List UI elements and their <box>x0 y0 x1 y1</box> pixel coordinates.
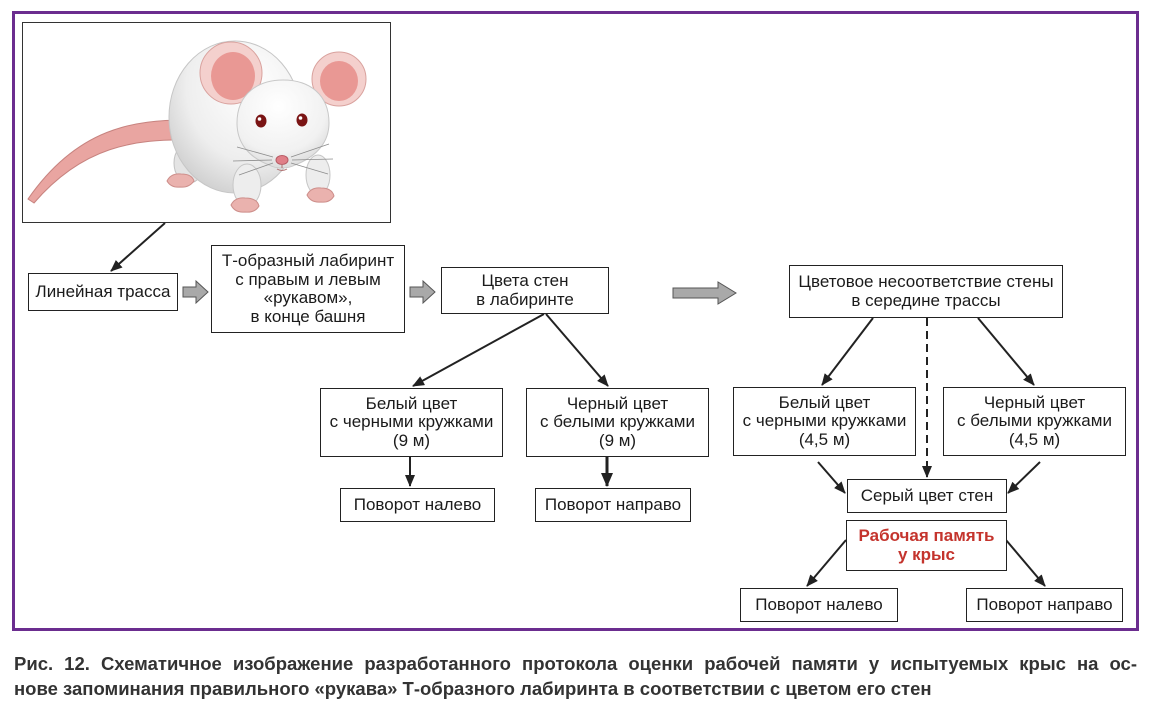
node-label: Линейная трасса <box>35 281 171 301</box>
node-wall-colors: Цвета стен в лабиринте <box>441 267 609 314</box>
node-black-9m: Черный цвет с белыми кружками (9 м) <box>526 388 709 457</box>
node-label: в лабиринте <box>476 289 574 309</box>
node-label: у крыс <box>897 544 956 564</box>
figure-frame <box>12 11 1139 631</box>
node-label: Белый цвет <box>778 392 871 412</box>
node-t-maze: Т-образный лабиринт с правым и левым «ру… <box>211 245 405 333</box>
arrow-working-memory-to-turn-right <box>1005 539 1046 587</box>
block-arrow-linear-to-tmaze <box>182 279 209 305</box>
node-label: Черный цвет <box>566 393 669 413</box>
node-color-mismatch: Цветовое несоответствие стены в середине… <box>789 265 1063 318</box>
node-label: с черными кружками <box>742 411 907 431</box>
block-arrow-tmaze-to-wall-colors <box>409 279 436 305</box>
node-turn-right-b: Поворот направо <box>966 588 1123 622</box>
arrow-wall-colors-to-black-9m <box>545 313 609 387</box>
caption-line: нове запоминания правильного «рукава» Т-… <box>14 678 932 699</box>
arrow-mismatch-to-black-45m <box>977 317 1035 386</box>
node-label: (9 м) <box>598 430 637 450</box>
caption-line: Рис. 12. Схематичное изображение разрабо… <box>14 653 1137 674</box>
rat-ear-left-inner <box>211 52 255 100</box>
rat-eye-right-glint <box>298 116 303 120</box>
arrow-rat-to-linear-track <box>110 222 166 272</box>
rat-eye-left-glint <box>257 117 262 121</box>
node-label: Черный цвет <box>983 392 1086 412</box>
rat-mouth <box>276 164 288 171</box>
node-label: с белыми кружками <box>540 412 695 432</box>
arrow-white-45m-to-gray-walls <box>817 461 846 494</box>
node-label: Белый цвет <box>365 393 458 413</box>
rat-back-paw <box>166 173 195 188</box>
rat-head <box>236 79 330 169</box>
arrow-working-memory-to-turn-left <box>806 539 847 587</box>
node-label: с черными кружками <box>329 412 494 432</box>
block-arrow-to-mismatch-protocol <box>672 281 737 305</box>
node-label: (9 м) <box>392 430 431 450</box>
node-white-9m: Белый цвет с черными кружками (9 м) <box>320 388 503 457</box>
rat-whiskers <box>232 143 334 176</box>
node-label: в середине трассы <box>851 290 1001 310</box>
node-label: Т-образный лабиринт <box>221 251 395 270</box>
node-label: «рукавом», <box>263 288 353 307</box>
node-black-45m: Черный цвет с белыми кружками (4,5 м) <box>943 387 1126 456</box>
node-label: Серый цвет стен <box>860 485 994 505</box>
arrow-wall-colors-to-white-9m <box>412 313 545 387</box>
node-label: Поворот налево <box>755 594 883 614</box>
node-turn-left-a: Поворот налево <box>340 488 495 522</box>
node-label: (4,5 м) <box>1008 429 1061 449</box>
node-linear-track: Линейная трасса <box>28 273 178 311</box>
node-label: с правым и левым <box>235 269 381 289</box>
arrow-black-45m-to-gray-walls <box>1007 461 1041 494</box>
rat-front-paw-left <box>230 197 260 213</box>
node-label: Поворот направо <box>976 594 1113 614</box>
arrow-mismatch-to-white-45m <box>821 317 874 386</box>
node-label: в конце башня <box>250 306 366 326</box>
node-label: Цветовое несоответствие стены <box>798 272 1054 291</box>
node-working-memory: Рабочая память у крыс <box>846 520 1007 571</box>
node-white-45m: Белый цвет с черными кружками (4,5 м) <box>733 387 916 456</box>
node-gray-walls: Серый цвет стен <box>847 479 1007 513</box>
node-label: Рабочая память <box>858 526 995 545</box>
node-label: Поворот направо <box>544 494 682 514</box>
rat-illustration-box <box>22 22 391 223</box>
node-turn-right-a: Поворот направо <box>535 488 691 522</box>
figure-caption: Рис. 12. Схематичное изображение разрабо… <box>14 651 1137 701</box>
node-label: с белыми кружками <box>957 411 1112 431</box>
node-label: Поворот налево <box>353 494 482 514</box>
node-turn-left-b: Поворот налево <box>740 588 898 622</box>
rat-front-paw-right <box>306 187 335 203</box>
rat-tail <box>27 119 190 204</box>
rat-icon <box>27 40 367 213</box>
node-label: Цвета стен <box>481 271 569 290</box>
node-label: (4,5 м) <box>798 429 851 449</box>
rat-ear-right-inner <box>320 61 358 101</box>
